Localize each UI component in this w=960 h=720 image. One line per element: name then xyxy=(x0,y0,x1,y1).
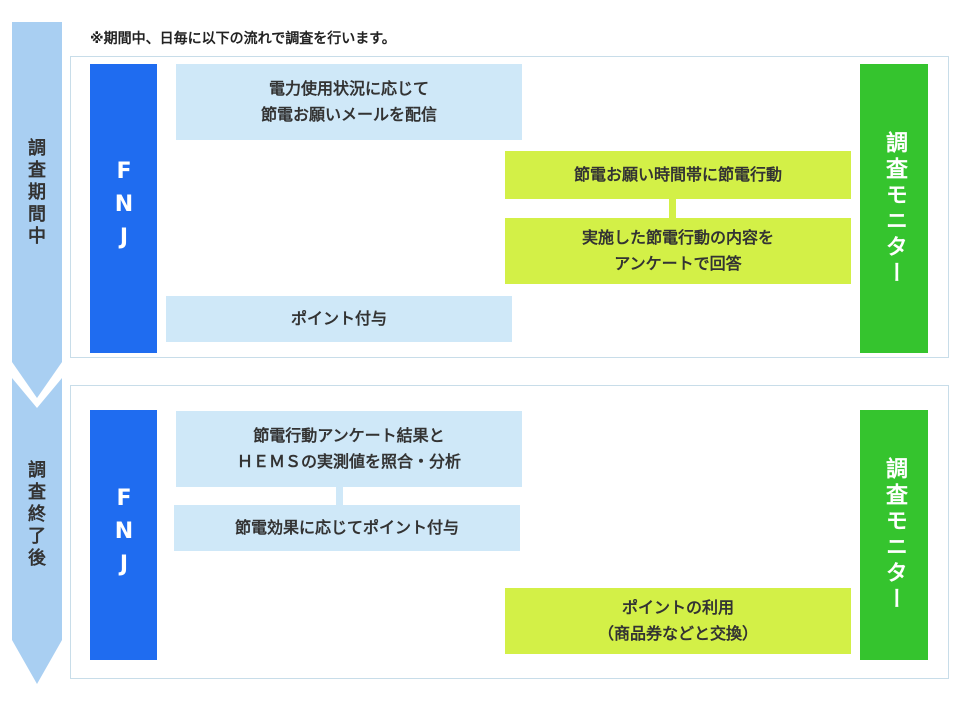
box-analysis-text: 節電行動アンケート結果と ＨＥＭＳの実測値を照合・分析 xyxy=(236,426,461,471)
monitor-column-during: 調査モニター xyxy=(860,64,928,353)
phase-arrow-top xyxy=(12,22,62,398)
box-delivery: 電力使用状況に応じて 節電お願いメールを配信 xyxy=(176,64,522,140)
schedule-note: ※期間中、日毎に以下の流れで調査を行います。 xyxy=(90,31,396,47)
box-usage: ポイントの利用 （商品券などと交換） xyxy=(505,588,851,654)
monitor-label: 調査モニター xyxy=(882,130,907,287)
box-analysis: 節電行動アンケート結果と ＨＥＭＳの実測値を照合・分析 xyxy=(176,411,522,487)
phase-arrow-bottom xyxy=(12,378,62,684)
box-award: 節電効果に応じてポイント付与 xyxy=(174,505,520,551)
box-points-text: ポイント付与 xyxy=(290,309,387,328)
connector-analysis-award xyxy=(336,487,343,505)
phase-label-after: 調査終了後 xyxy=(28,460,46,569)
box-award-text: 節電効果に応じてポイント付与 xyxy=(234,518,459,537)
fnj-column-during: FNJ xyxy=(90,64,157,353)
box-delivery-text: 電力使用状況に応じて 節電お願いメールを配信 xyxy=(260,79,437,124)
box-action-text: 節電お願い時間帯に節電行動 xyxy=(573,165,782,184)
connector-action-survey xyxy=(669,199,676,218)
fnj-label: FNJ xyxy=(111,159,137,258)
monitor-column-after: 調査モニター xyxy=(860,410,928,660)
monitor-label: 調査モニター xyxy=(882,457,907,613)
box-survey: 実施した節電行動の内容を アンケートで回答 xyxy=(505,218,851,284)
box-action: 節電お願い時間帯に節電行動 xyxy=(505,151,851,199)
box-points: ポイント付与 xyxy=(166,296,512,342)
fnj-column-after: FNJ xyxy=(90,410,157,660)
fnj-label: FNJ xyxy=(111,485,137,585)
box-usage-text: ポイントの利用 （商品券などと交換） xyxy=(597,598,758,643)
phase-label-during: 調査期間中 xyxy=(28,138,46,247)
box-survey-text: 実施した節電行動の内容を アンケートで回答 xyxy=(581,228,774,273)
